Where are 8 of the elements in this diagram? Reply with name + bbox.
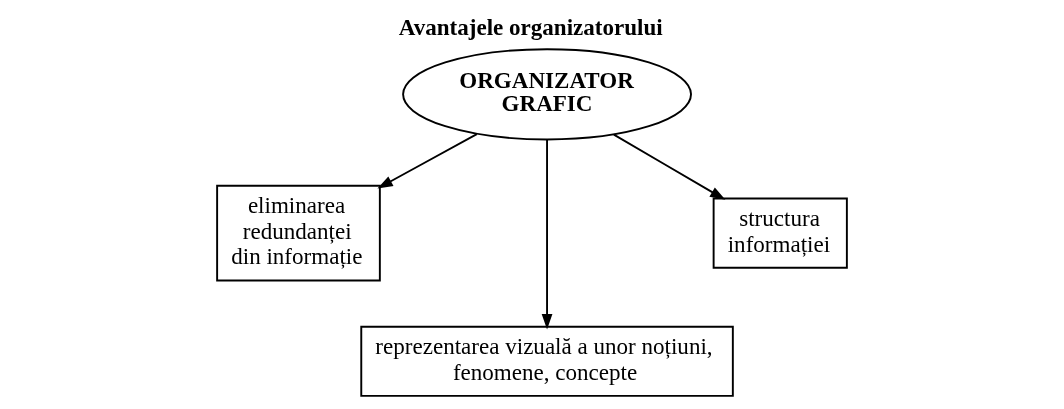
node-ellipse: ORGANIZATOR GRAFIC [402, 48, 692, 141]
node-box: eliminarea redundanței din informație [216, 184, 381, 282]
arrow [541, 138, 553, 330]
arrow [377, 133, 478, 189]
arrow [612, 133, 726, 200]
node-box: reprezentarea vizuală a unor noțiuni, fenomene, concepte [360, 325, 734, 397]
diagram-title: Avantajele organizatorului [398, 14, 663, 41]
node-box: structura informației [712, 197, 848, 269]
